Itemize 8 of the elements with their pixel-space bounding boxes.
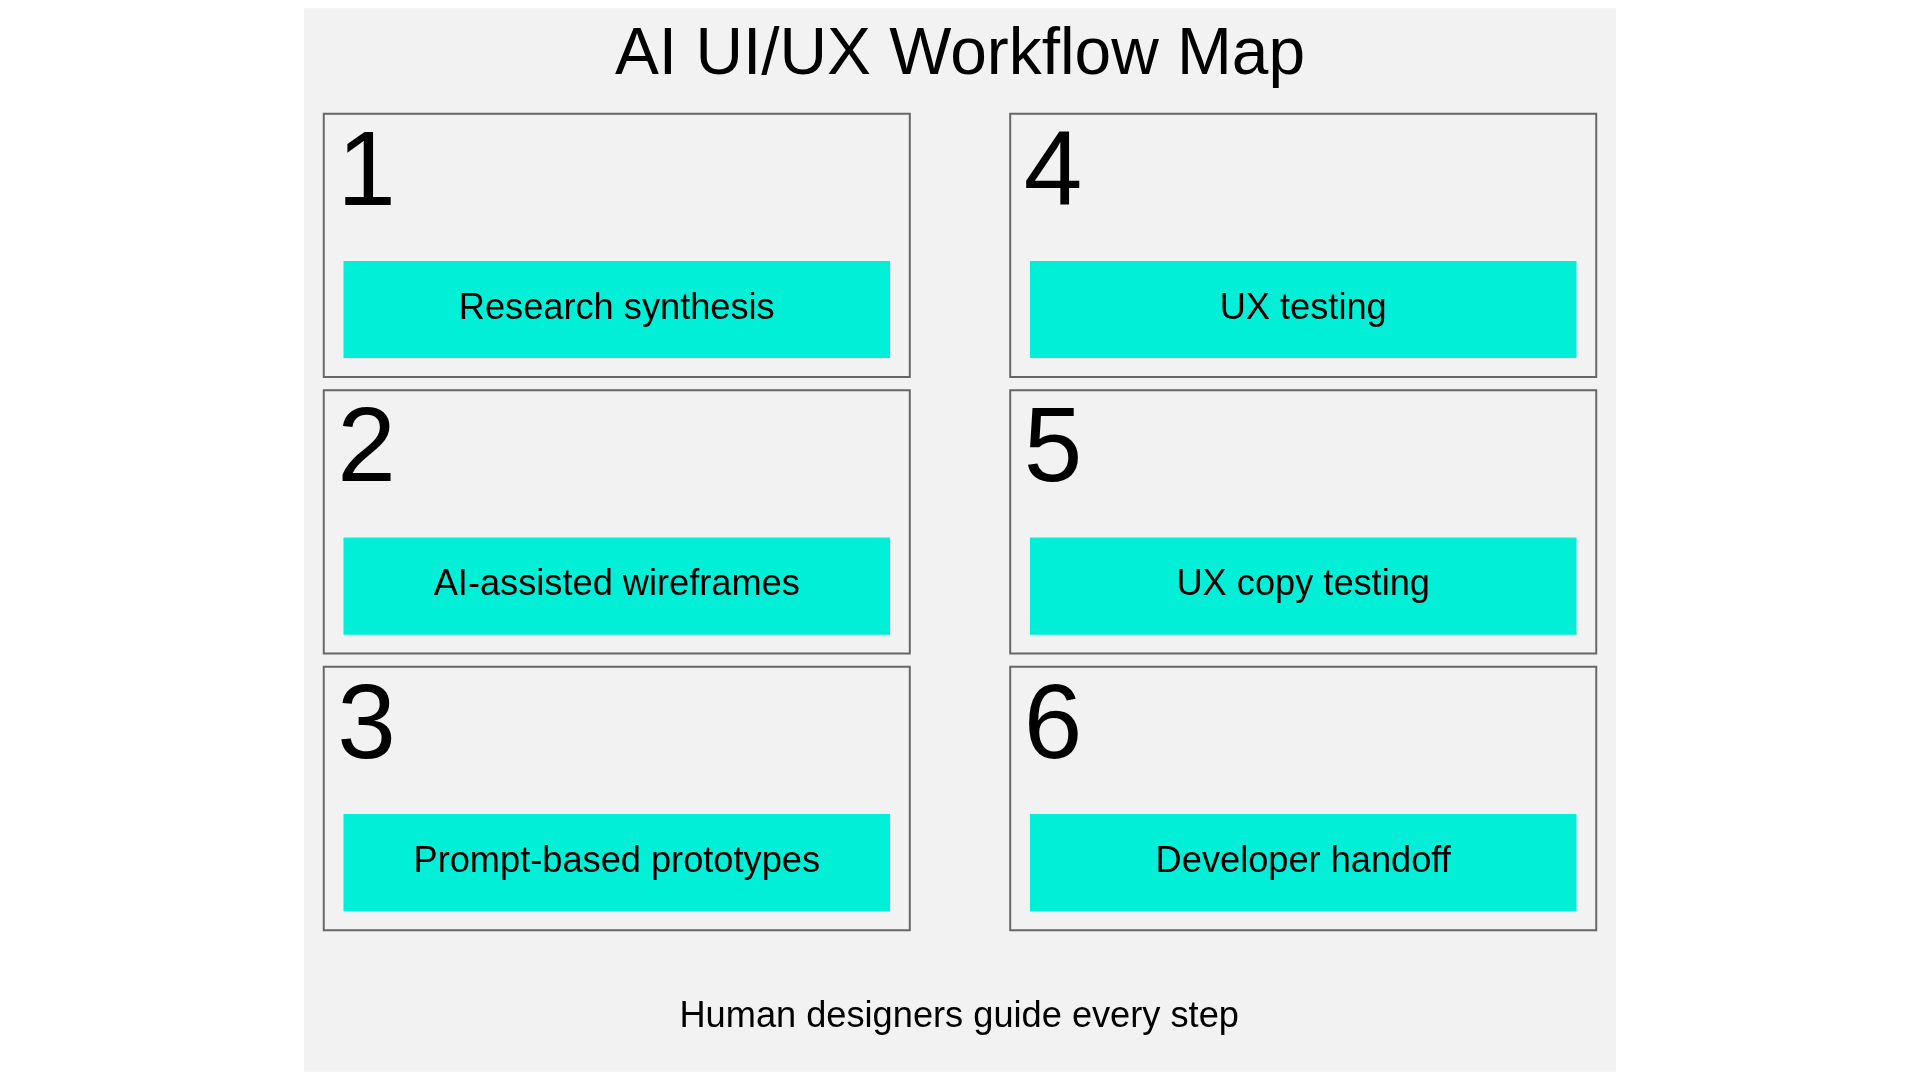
node-box: UX copy testing bbox=[1029, 537, 1577, 635]
diagram-title: AI UI/UX Workflow Map bbox=[614, 14, 1306, 89]
node-box: Prompt-based prototypes bbox=[343, 814, 891, 912]
node-box: Developer handoff bbox=[1029, 814, 1577, 912]
node-box: UX testing bbox=[1029, 260, 1577, 359]
node-box: Research synthesis bbox=[343, 260, 891, 359]
caption: Human designers guide every step bbox=[679, 993, 1239, 1035]
node-box: AI-assisted wireframes bbox=[343, 537, 891, 635]
